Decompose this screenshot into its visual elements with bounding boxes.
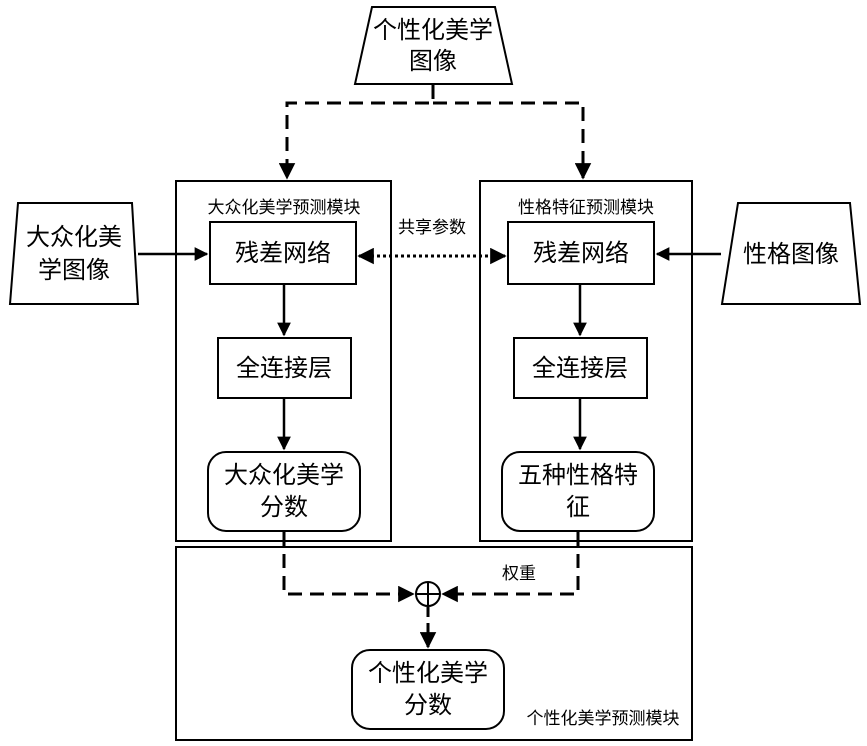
shared-params-label: 共享参数 bbox=[398, 218, 466, 238]
personality-traits-line2: 征 bbox=[566, 493, 590, 521]
public-image-label-line1: 大众化美 bbox=[26, 223, 122, 251]
personal-score-line2: 分数 bbox=[404, 691, 452, 719]
public-module-title: 大众化美学预测模块 bbox=[208, 198, 361, 218]
right-fc-label: 全连接层 bbox=[532, 354, 628, 382]
personal-score-line1: 个性化美学 bbox=[368, 659, 488, 687]
top-image-dashed-flow bbox=[287, 85, 433, 178]
left-fc-label: 全连接层 bbox=[236, 354, 332, 382]
public-image-input bbox=[10, 203, 138, 304]
weights-label: 权重 bbox=[502, 564, 536, 584]
public-score-line2: 分数 bbox=[260, 493, 308, 521]
personality-module-title: 性格特征预测模块 bbox=[518, 198, 654, 218]
public-image-label-line2: 学图像 bbox=[38, 256, 110, 284]
personality-traits-line1: 五种性格特 bbox=[518, 461, 638, 489]
right-resnet-label: 残差网络 bbox=[533, 239, 629, 267]
left-resnet-label: 残差网络 bbox=[235, 239, 331, 267]
personal-image-label-line1: 个性化美学 bbox=[373, 16, 493, 44]
personal-module-title: 个性化美学预测模块 bbox=[527, 709, 680, 729]
public-score-line1: 大众化美学 bbox=[224, 461, 344, 489]
circled-plus-icon bbox=[416, 582, 440, 606]
personal-image-label-line2: 图像 bbox=[409, 47, 457, 75]
personality-image-label: 性格图像 bbox=[743, 240, 839, 268]
top-image-dashed-flow-right bbox=[433, 103, 583, 178]
